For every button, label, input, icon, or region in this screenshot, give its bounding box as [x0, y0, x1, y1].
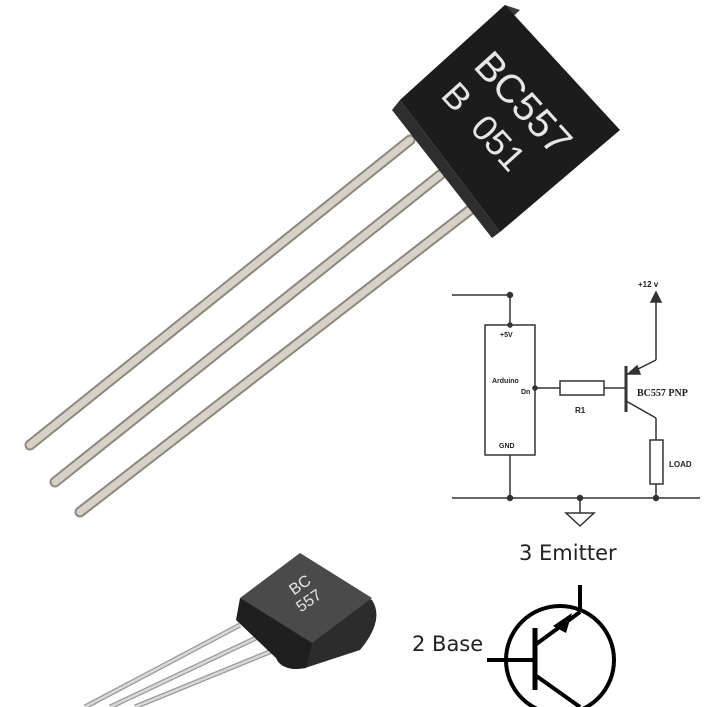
- label-module-supply: +5V: [500, 332, 513, 339]
- resistor-r1: [559, 380, 605, 396]
- label-base: 2 Base: [412, 632, 483, 656]
- transistor-3d-model: BC 557: [83, 553, 377, 707]
- pnp-emitter-arrow: [553, 613, 572, 633]
- junction-dn: [532, 385, 538, 391]
- circuit-labels: +12 v +5V Arduino Dn GND R1 BC557 PNP LO…: [492, 280, 692, 469]
- circuit-schematic: [452, 290, 700, 528]
- supply-arrow: [649, 290, 663, 303]
- label-module-pin: Dn: [521, 389, 530, 396]
- wire-top-rail: [452, 294, 511, 325]
- label-module-ground: GND: [499, 443, 515, 450]
- lead-left-highlight: [26, 136, 414, 449]
- label-transistor: BC557 PNP: [637, 388, 688, 399]
- ground-symbol: [564, 512, 596, 528]
- model-lead-1-hl: [84, 623, 241, 707]
- model-leads: [83, 622, 273, 707]
- label-emitter: 3 Emitter: [519, 541, 617, 565]
- pnp-collector-diagonal: [533, 673, 582, 707]
- transistor-emitter-arrow: [626, 364, 642, 375]
- junction-module-top: [507, 322, 513, 328]
- model-body-front: [240, 553, 372, 643]
- transistor-leads: [24, 134, 476, 518]
- label-supply: +12 v: [638, 280, 659, 289]
- transistor-photo: BC557 B 051: [24, 5, 620, 518]
- junction-top: [506, 291, 514, 299]
- pinout-diagram: 3 Emitter 2 Base: [412, 541, 617, 707]
- lead-right-highlight: [76, 206, 474, 516]
- label-resistor: R1: [575, 406, 586, 415]
- lead-middle-highlight: [51, 171, 444, 486]
- model-lead-3-hl: [134, 649, 273, 707]
- label-load: LOAD: [669, 460, 692, 469]
- model-lead-2-hl: [109, 636, 257, 707]
- transistor-collector-leg: [625, 400, 657, 419]
- pnp-emitter-diagonal: [533, 610, 582, 647]
- load-resistor: [649, 439, 664, 485]
- label-module-name: Arduino: [492, 378, 519, 385]
- model-body-bottom: [236, 598, 312, 669]
- package-side-face: [392, 100, 500, 238]
- package-front-face: [400, 5, 620, 232]
